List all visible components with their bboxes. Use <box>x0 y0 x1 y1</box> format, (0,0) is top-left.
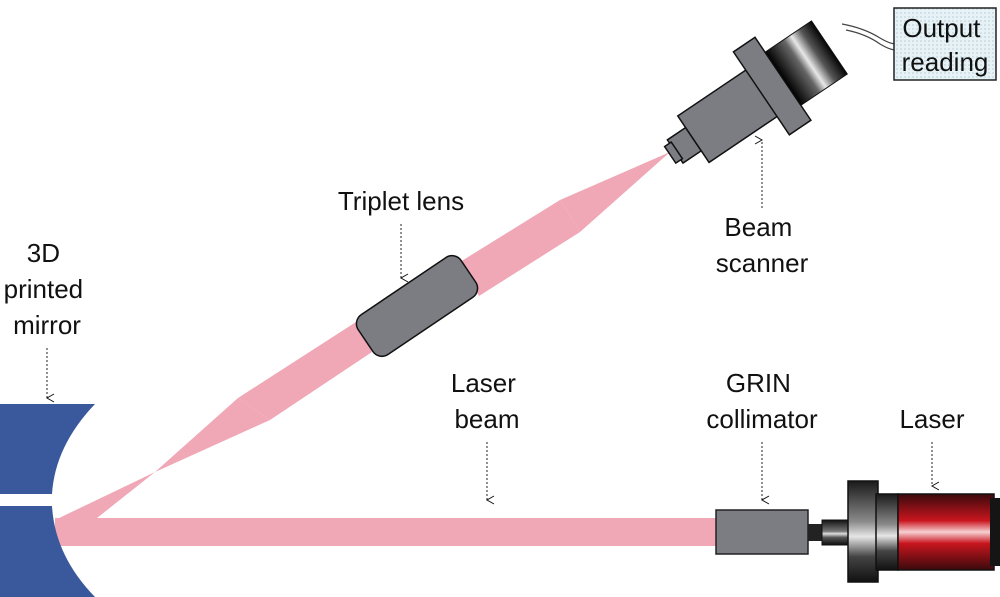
beam-scanner-label: Beam scanner <box>716 212 809 278</box>
mirror-upper-half <box>0 404 95 494</box>
horizontal-laser-beam <box>55 518 720 546</box>
beam-scanner-line-2: scanner <box>716 248 809 278</box>
output-reading-label: Output reading <box>902 13 989 77</box>
grin-collimator <box>715 509 809 555</box>
mirror-label-line-1: 3D <box>27 238 60 268</box>
laser-body <box>897 493 995 571</box>
output-reading-box <box>893 7 997 81</box>
3d-printed-mirror <box>0 404 95 597</box>
laser-nozzle <box>808 524 822 541</box>
laser-end-cap <box>990 498 1000 566</box>
mirror-label: 3D printed mirror <box>4 238 91 340</box>
laser-beams <box>55 152 720 546</box>
mirror-label-line-2: printed <box>4 274 84 304</box>
grin-collimator-label: GRIN collimator <box>706 368 818 434</box>
output-reading-line-2: reading <box>902 47 989 77</box>
grin-collimator-line-2: collimator <box>706 404 818 434</box>
laser-collar <box>875 493 899 571</box>
triplet-lens <box>355 254 479 358</box>
beam-into-lens <box>238 322 372 420</box>
beam-scanner-line-1: Beam <box>724 212 792 242</box>
scanner-tip <box>663 141 684 165</box>
mirror-lower-half <box>0 506 95 597</box>
output-reading-line-1: Output <box>902 13 981 43</box>
laser-beam-label: Laser beam <box>451 368 523 434</box>
scanner-detector <box>764 20 848 107</box>
beam-out-of-lens <box>460 200 580 296</box>
mirror-label-line-3: mirror <box>13 310 81 340</box>
triplet-lens-label: Triplet lens <box>338 186 464 216</box>
reflected-beam-diverging <box>155 398 270 472</box>
laser-beam-line-2: beam <box>454 404 519 434</box>
converging-beam-to-scanner <box>560 152 670 232</box>
reflected-beam-to-crossover <box>55 472 155 522</box>
output-cable <box>841 23 897 51</box>
beam-scanner <box>663 20 848 165</box>
laser-assembly <box>808 480 1000 583</box>
laser-beam-line-1: Laser <box>451 368 516 398</box>
pointer-arrows <box>45 135 940 505</box>
grin-collimator-line-1: GRIN <box>726 368 791 398</box>
laser-label: Laser <box>899 404 964 434</box>
laser-flange <box>847 480 879 583</box>
